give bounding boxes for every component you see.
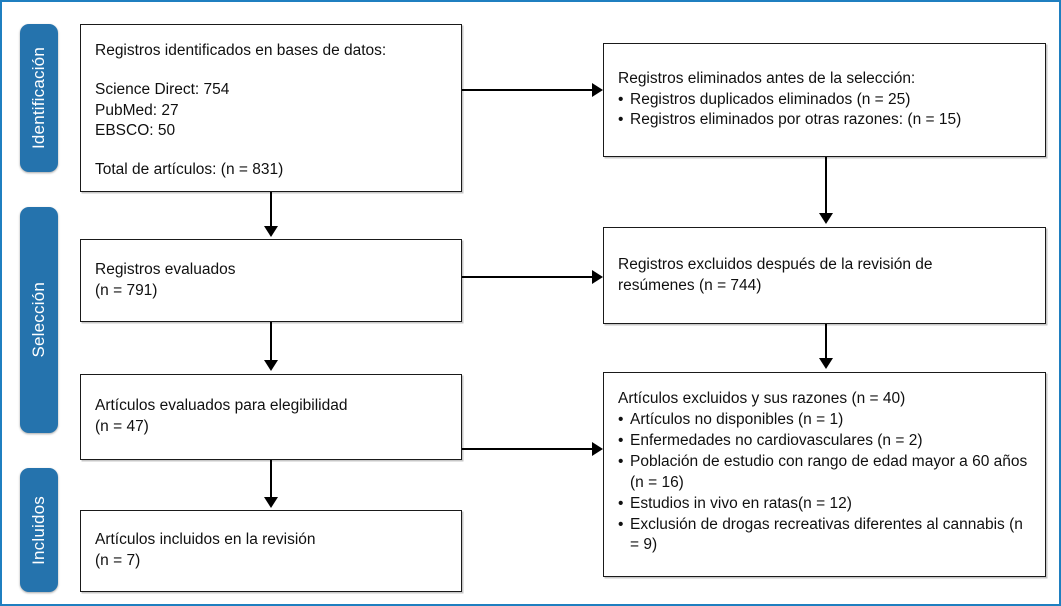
box-articles-included: Artículos incluidos en la revisión (n = … (80, 510, 462, 592)
box-records-excluded-after-abstracts: Registros excluidos después de la revisi… (603, 227, 1046, 324)
included-line1: Artículos incluidos en la revisión (95, 531, 316, 549)
connector-identified-to-screened (270, 192, 272, 228)
excluded-after-abstracts-line1: Registros excluidos después de la revisi… (618, 255, 933, 273)
arrowhead-identified-to-removed (592, 83, 603, 97)
source-ebsco: EBSCO: 50 (95, 122, 176, 140)
list-item: Estudios in vivo en ratas(n = 12) (618, 494, 1031, 515)
stage-label-seleccion: Selección (29, 282, 48, 358)
arrowhead-eligibility-to-excluded-reasons (592, 442, 603, 456)
arrowhead-removed-to-excluded-abstracts (819, 213, 833, 224)
excluded-with-reasons-heading: Artículos excluidos y sus razones (n = 4… (618, 390, 906, 407)
records-identified-heading: Registros identificados en bases de dato… (95, 42, 387, 59)
stage-label-incluidos: Incluidos (29, 495, 48, 565)
included-count: (n = 7) (95, 552, 141, 569)
list-item: Artículos no disponibles (n = 1) (618, 410, 1031, 431)
list-item: Población de estudio con rango de edad m… (618, 452, 1031, 494)
arrowhead-screened-to-excluded-abstracts (592, 270, 603, 284)
stage-tab-seleccion: Selección (20, 207, 58, 433)
removed-before-screening-heading: Registros eliminados antes de la selecci… (618, 69, 916, 87)
arrowhead-eligibility-to-included (264, 497, 278, 508)
box-records-removed-before-screening: Registros eliminados antes de la selecci… (603, 43, 1046, 157)
records-identified-total: Total de artículos: (n = 831) (95, 161, 284, 179)
excluded-with-reasons-list: Artículos no disponibles (n = 1) Enferme… (618, 410, 1031, 556)
eligibility-count: (n = 47) (95, 418, 149, 435)
connector-eligibility-to-included (270, 460, 272, 499)
spacer (95, 62, 447, 80)
list-item: Enfermedades no cardiovasculares (n = 2) (618, 431, 1031, 452)
box-articles-excluded-with-reasons: Artículos excluidos y sus razones (n = 4… (603, 372, 1046, 577)
excluded-after-abstracts-line2: resúmenes (n = 744) (618, 276, 762, 294)
stage-tab-identificacion: Identificación (20, 24, 58, 172)
list-item: Registros eliminados por otras razones: … (618, 110, 1031, 131)
stage-label-identificacion: Identificación (29, 46, 48, 150)
source-pubmed: PubMed: 27 (95, 101, 179, 119)
arrowhead-excluded-abstracts-to-excluded-reasons (819, 358, 833, 369)
connector-eligibility-to-excluded-reasons (462, 448, 592, 450)
connector-removed-to-excluded-abstracts (825, 157, 827, 215)
arrowhead-screened-to-eligibility (264, 360, 278, 371)
arrowhead-identified-to-screened (264, 226, 278, 237)
connector-screened-to-excluded-abstracts (462, 276, 592, 278)
source-science-direct: Science Direct: 754 (95, 80, 230, 98)
stage-tab-incluidos: Incluidos (20, 468, 58, 592)
removed-before-screening-list: Registros duplicados eliminados (n = 25)… (618, 90, 1031, 132)
connector-screened-to-eligibility (270, 322, 272, 362)
box-records-screened: Registros evaluados (n = 791) (80, 239, 462, 322)
connector-excluded-abstracts-to-excluded-reasons (825, 324, 827, 360)
connector-identified-to-removed (462, 89, 592, 91)
box-records-identified: Registros identificados en bases de dato… (80, 24, 462, 192)
spacer (95, 142, 447, 160)
records-screened-count: (n = 791) (95, 281, 158, 299)
records-screened-line1: Registros evaluados (95, 260, 236, 278)
list-item: Exclusión de drogas recreativas diferent… (618, 515, 1031, 557)
eligibility-line1: Artículos evaluados para elegibilidad (95, 397, 348, 415)
list-item: Registros duplicados eliminados (n = 25) (618, 90, 1031, 111)
box-articles-eligibility: Artículos evaluados para elegibilidad (n… (80, 374, 462, 460)
